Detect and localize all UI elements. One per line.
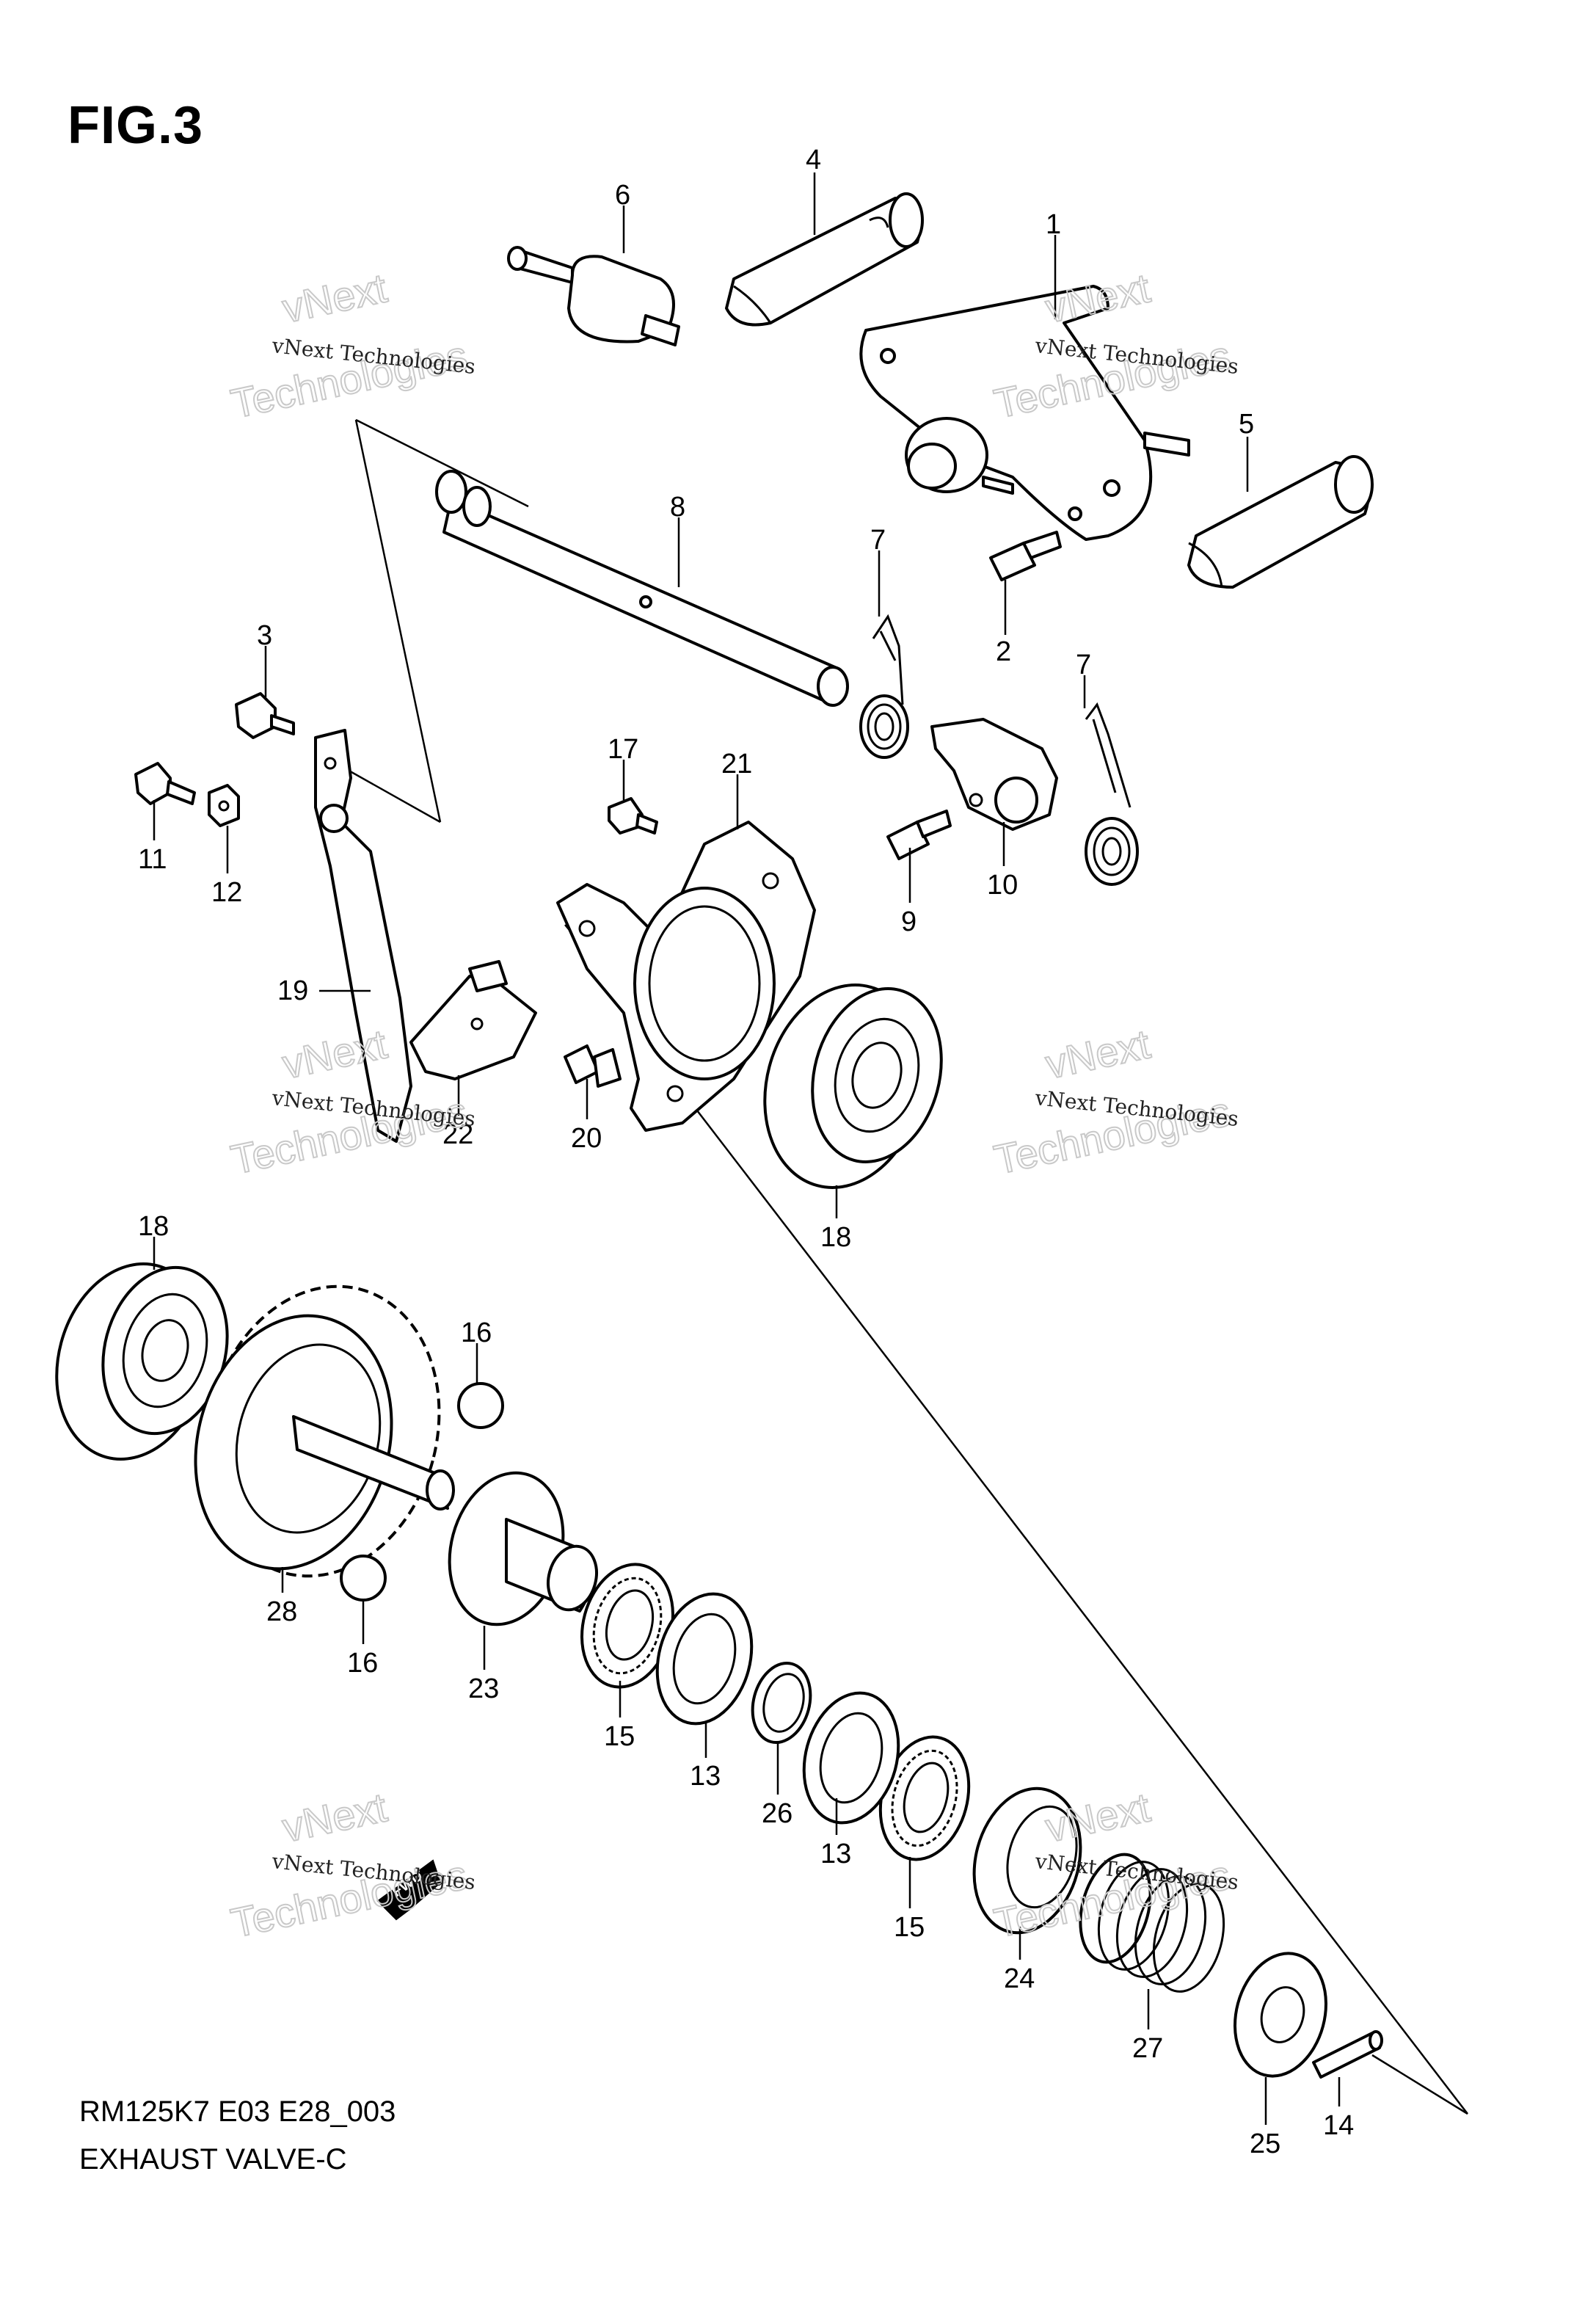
part-7-spring-lower	[1085, 702, 1139, 886]
part-28-gear	[194, 1284, 455, 1578]
part-21-housing	[556, 821, 816, 1132]
part-16-ball-lower	[340, 1555, 387, 1602]
part-13-washer-2	[802, 1691, 900, 1825]
callout-3: 3	[257, 620, 272, 651]
part-26-ring	[751, 1661, 812, 1745]
part-16-ball-upper	[457, 1382, 504, 1429]
callout-8: 8	[670, 492, 685, 523]
callout-18-right: 18	[820, 1222, 851, 1253]
svg-text:vNext: vNext	[1041, 1020, 1154, 1087]
callout-28: 28	[266, 1596, 297, 1627]
figure-title: FIG.3	[68, 96, 204, 155]
callout-15-b: 15	[894, 1912, 925, 1943]
part-13-washer-1	[655, 1592, 754, 1726]
callout-numbers: 1 2 3 4 5 6 7 7 8 9 10 11 12 13 13 14 15…	[138, 145, 1354, 2159]
callout-25: 25	[1250, 2129, 1280, 2159]
reference-lines	[322, 418, 1468, 2115]
callout-26: 26	[762, 1798, 792, 1829]
callout-4: 4	[806, 145, 821, 175]
part-11-bolt	[134, 762, 196, 805]
callout-13-a: 13	[690, 1761, 721, 1792]
svg-text:vNext: vNext	[1041, 264, 1154, 331]
callout-12: 12	[211, 877, 242, 908]
part-20-bolt	[564, 1044, 622, 1088]
callout-16-upper: 16	[461, 1317, 492, 1348]
callout-2: 2	[996, 636, 1011, 667]
callout-leaders	[153, 172, 1341, 2125]
part-27-coil-spring	[1079, 1853, 1225, 1993]
callout-7-lower: 7	[1076, 650, 1091, 680]
part-17-screw	[608, 797, 658, 835]
part-7-spring-upper	[859, 614, 909, 759]
part-2-bolt	[989, 531, 1062, 581]
part-10-lever	[930, 718, 1058, 831]
callout-19: 19	[277, 975, 308, 1006]
part-24-seat	[972, 1786, 1082, 1935]
callout-24: 24	[1004, 1963, 1035, 1994]
watermark-top-left: vNext Technologies vNext Technologies	[226, 263, 476, 427]
part-22-bracket	[409, 960, 537, 1080]
part-6-damper	[507, 246, 680, 346]
callout-14: 14	[1323, 2110, 1354, 2141]
part-9-bolt	[886, 810, 952, 860]
callout-5: 5	[1239, 409, 1254, 440]
svg-text:vNext: vNext	[278, 1784, 391, 1850]
part-25-retainer	[1234, 1952, 1327, 2078]
part-5-sleeve	[1187, 455, 1374, 589]
callout-10: 10	[987, 870, 1018, 901]
callout-21: 21	[721, 749, 752, 779]
callout-15-a: 15	[604, 1721, 635, 1752]
callout-13-b: 13	[820, 1839, 851, 1869]
svg-text:vNext: vNext	[278, 264, 391, 331]
part-8-shaft	[435, 470, 849, 707]
part-4-sleeve	[725, 192, 924, 327]
part-23-collar	[448, 1471, 598, 1626]
part-14-pin	[1312, 2030, 1383, 2079]
callout-6: 6	[615, 180, 630, 211]
callout-11: 11	[138, 844, 167, 875]
watermark-mid-right: vNext Technologies vNext Technologies	[989, 1019, 1239, 1183]
part-18-bearing-right	[763, 984, 943, 1189]
callout-1: 1	[1046, 209, 1061, 240]
callout-20: 20	[571, 1123, 602, 1154]
callout-17: 17	[608, 734, 638, 765]
watermark-bottom-left: vNext Technologies vNext Technologies	[226, 1783, 476, 1946]
callout-16-lower: 16	[347, 1648, 378, 1679]
diagram-code: RM125K7 E03 E28_003	[79, 2095, 396, 2128]
callout-27: 27	[1132, 2033, 1163, 2064]
callout-18-left: 18	[138, 1211, 169, 1242]
part-18-bearing-left	[55, 1262, 229, 1461]
callout-7-upper: 7	[870, 525, 886, 556]
part-1-bracket	[859, 285, 1190, 541]
diagram-name: EXHAUST VALVE-C	[79, 2143, 347, 2175]
part-15-needle-bearing-1	[580, 1563, 674, 1689]
callout-23: 23	[468, 1673, 499, 1704]
part-19-lever	[314, 729, 412, 1143]
callout-9: 9	[901, 906, 917, 937]
callout-22: 22	[442, 1119, 473, 1150]
part-3-nut	[235, 692, 295, 739]
part-12-clip	[208, 784, 240, 827]
